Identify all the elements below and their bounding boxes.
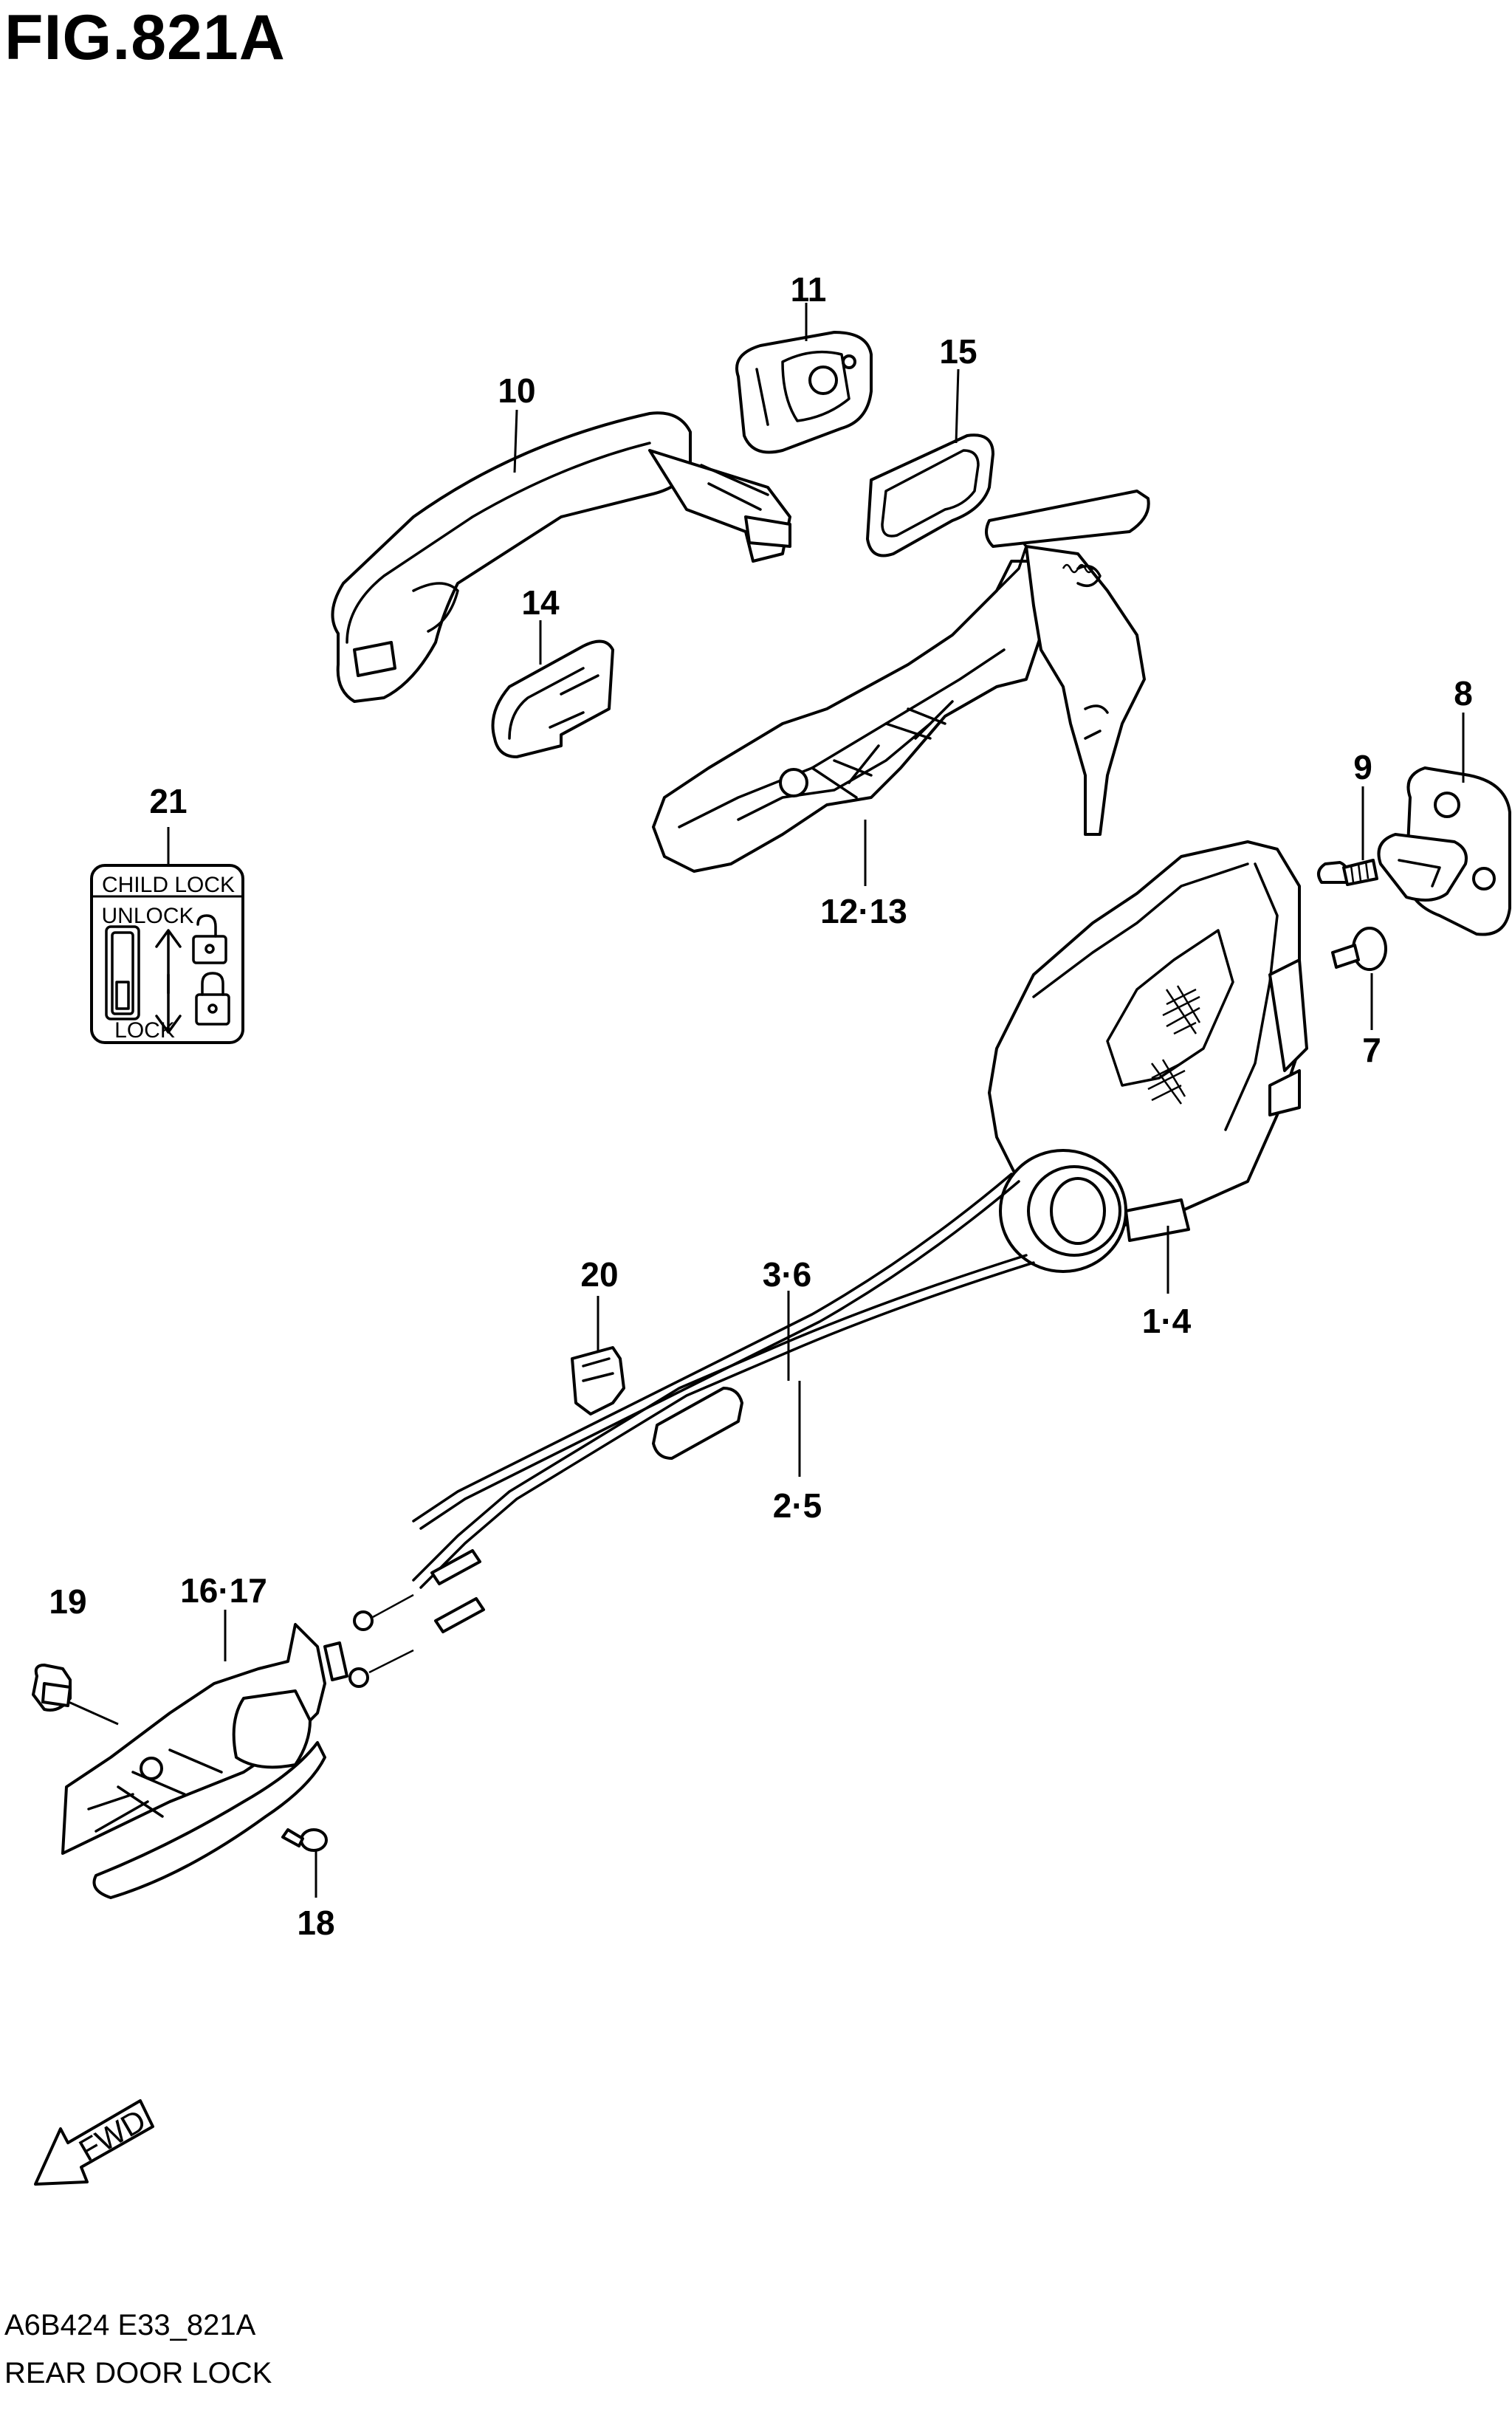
part-14-cover (491, 639, 614, 758)
part-2-5-3-6-cables (348, 1173, 1035, 1688)
hatched-area (1147, 985, 1201, 1105)
callout-8: 8 (1454, 674, 1473, 713)
callout-1-4: 1·4 (1142, 1302, 1192, 1340)
callout-11: 11 (791, 270, 827, 309)
padlock-closed-icon (195, 972, 230, 1026)
part-10-outer-handle (331, 411, 791, 703)
callout-7: 7 (1362, 1031, 1381, 1069)
part-11-cylinder-cap (735, 331, 873, 454)
part-19-pin (32, 1664, 72, 1712)
part-20-clip (571, 1346, 625, 1415)
callout-20: 20 (580, 1255, 618, 1294)
page-caption: REAR DOOR LOCK (4, 2357, 272, 2389)
callout-16-17: 16·17 (180, 1571, 267, 1610)
part-9-screw (1317, 859, 1378, 886)
part-1-4-lock-actuator (988, 840, 1308, 1273)
part-12-13-handle-frame (652, 490, 1150, 873)
padlock-open-icon (192, 914, 227, 964)
callout-labels: 11 10 15 14 12·13 8 9 7 21 1·4 3·6 2·5 2… (49, 270, 1472, 1942)
part-15-gasket (866, 433, 994, 557)
model-code: A6B424 E33_821A (4, 2309, 256, 2341)
part-7-bolt (1331, 927, 1387, 971)
callout-9: 9 (1353, 748, 1372, 786)
part-21-child-lock-label: CHILD LOCK UNLOCK LOCK (90, 864, 244, 1044)
child-lock-heading: CHILD LOCK (102, 873, 235, 897)
figure-title: FIG.821A (4, 2, 286, 73)
part-16-17-inside-handle (61, 1623, 348, 1899)
leader-lines (68, 303, 1465, 1898)
callout-18: 18 (297, 1904, 334, 1942)
part-18-screw (281, 1828, 328, 1852)
child-lock-unlock-text: UNLOCK (101, 904, 193, 928)
callout-12-13: 12·13 (820, 892, 907, 930)
callout-21: 21 (149, 782, 187, 820)
fwd-arrow-text: FWD (73, 2102, 151, 2168)
callout-2-5: 2·5 (773, 1486, 822, 1525)
callout-14: 14 (521, 583, 560, 622)
fwd-arrow-icon: FWD (34, 2099, 154, 2186)
callout-19: 19 (49, 1582, 86, 1621)
callout-3-6: 3·6 (763, 1255, 811, 1294)
callout-15: 15 (939, 332, 977, 371)
part-8-striker (1377, 766, 1511, 936)
child-lock-lock-text: LOCK (114, 1018, 175, 1043)
callout-10: 10 (498, 371, 535, 410)
